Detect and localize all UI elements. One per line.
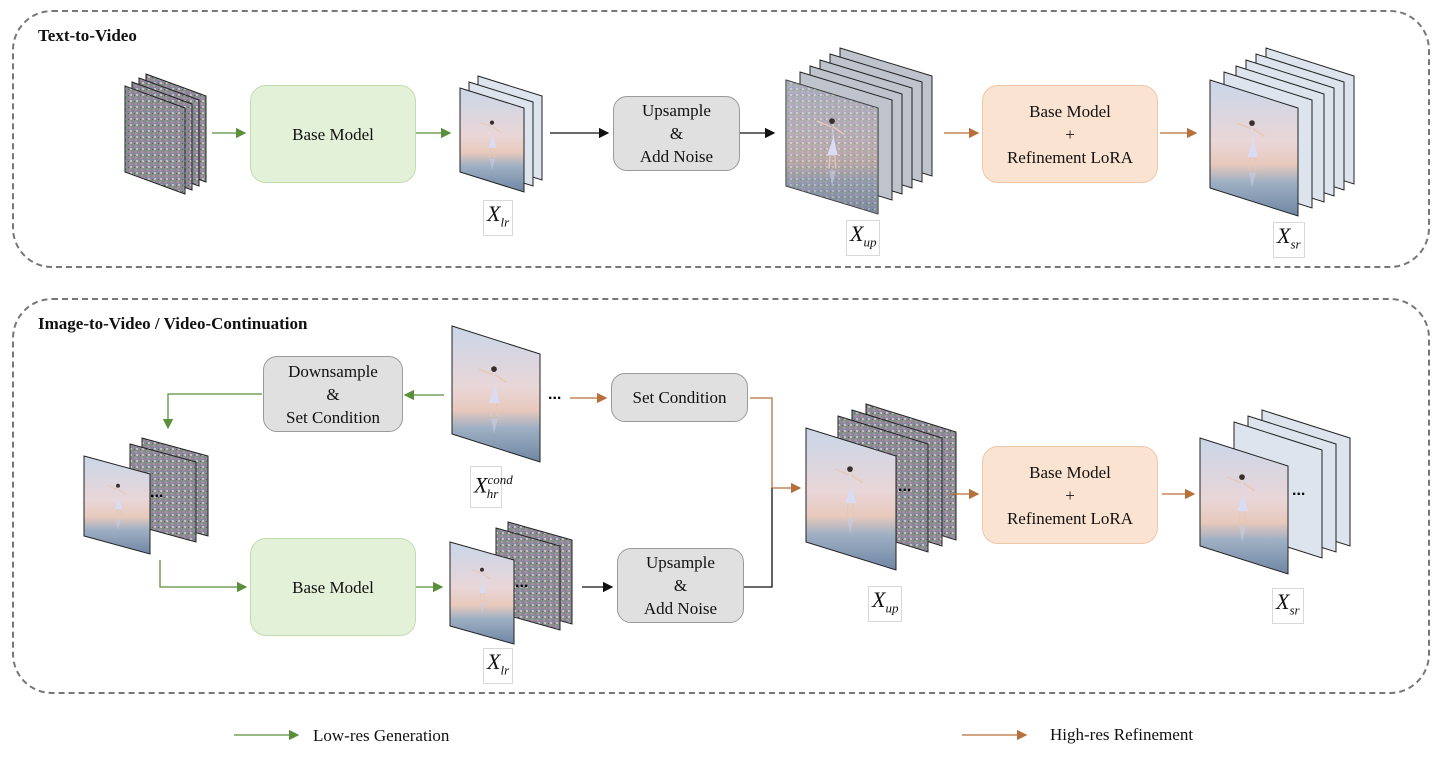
image-to-video-panel <box>12 298 1430 694</box>
i2v-refine-box: Base Model + Refinement LoRA <box>982 446 1158 544</box>
t2v-upsample-box: Upsample & Add Noise <box>613 96 740 171</box>
i2v-up-ellipsis: ... <box>898 478 912 495</box>
t2v-upsampled-frames <box>785 47 933 215</box>
connector-setcond-up <box>750 397 773 488</box>
i2v-cond-ellipsis: ... <box>548 386 562 403</box>
i2v-lowres-ellipsis: ... <box>515 574 529 591</box>
t2v-base-model-box: Base Model <box>250 85 416 183</box>
arrow-downsample-to-frames <box>162 393 262 430</box>
i2v-lowres-frames <box>449 521 573 645</box>
text-to-video-title: Text-to-Video <box>38 26 137 45</box>
i2v-downsample-box: Downsample & Set Condition <box>263 356 403 432</box>
t2v-x-sr-label: Xsr <box>1273 222 1305 259</box>
i2v-sr-ellipsis: ... <box>1292 482 1306 499</box>
i2v-x-lr-label: Xlr <box>483 648 514 685</box>
t2v-superres-frames <box>1209 47 1355 217</box>
text-to-video-panel <box>12 10 1430 268</box>
t2v-noise-frames <box>124 73 207 195</box>
i2v-superres-frames <box>1199 409 1351 575</box>
i2v-base-model-box: Base Model <box>250 538 416 636</box>
i2v-x-sr-label: Xsr <box>1272 588 1304 625</box>
arrow-frames-to-base <box>159 560 248 593</box>
legend-low-res-label: Low-res Generation <box>313 726 450 745</box>
i2v-upsampled-frames <box>805 403 957 571</box>
i2v-x-up-label: Xup <box>868 586 903 623</box>
image-to-video-title: Image-to-Video / Video-Continuation <box>38 314 308 333</box>
i2v-x-hr-cond-label: Xcondhr <box>470 466 513 508</box>
connector-upsample-up <box>744 488 773 588</box>
i2v-downsampled-frames <box>83 437 209 555</box>
i2v-downsampled-ellipsis: ... <box>150 484 164 501</box>
i2v-set-condition-box: Set Condition <box>611 373 748 422</box>
i2v-cond-image <box>451 325 541 463</box>
legend-high-res-label: High-res Refinement <box>1050 725 1194 744</box>
t2v-x-up-label: Xup <box>846 220 881 257</box>
i2v-upsample-box: Upsample & Add Noise <box>617 548 744 623</box>
t2v-lowres-frames <box>459 75 543 193</box>
t2v-x-lr-label: Xlr <box>483 200 514 237</box>
t2v-refine-box: Base Model + Refinement LoRA <box>982 85 1158 183</box>
